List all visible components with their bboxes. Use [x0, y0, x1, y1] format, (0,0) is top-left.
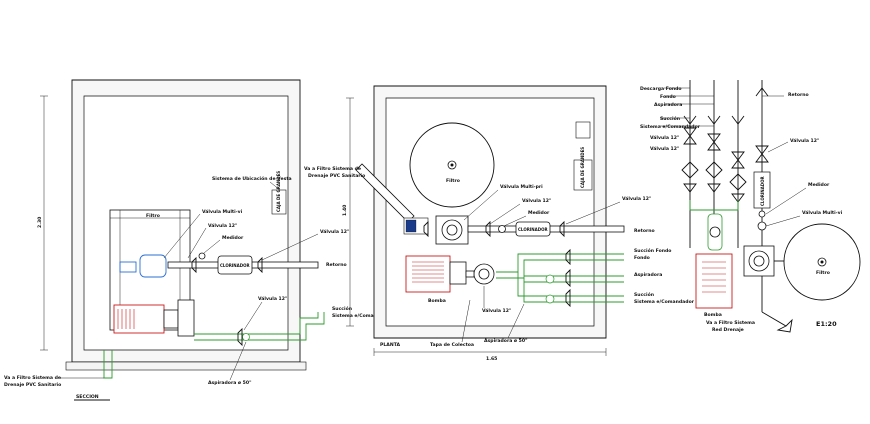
plan-label-suction-b: Fondo: [634, 255, 650, 261]
plan-label-vacuum: Aspiradora: [634, 272, 662, 278]
schematic-chlorinator: [753, 171, 771, 209]
section-base: [65, 361, 307, 371]
section-dim-label: 2.30: [37, 217, 43, 228]
section-filter-label: Filtro: [146, 213, 160, 219]
section-multiport-valve: [139, 254, 167, 278]
schematic-label-valve-b: Válvula 12": [650, 145, 679, 152]
schematic-label-vacuum: Aspiradora: [654, 102, 682, 108]
schematic-check-valve-2: [705, 161, 723, 179]
section-label-valve-c: Válvula 12": [258, 295, 287, 302]
plan-label-multiport: Válvula Multi-pri: [500, 183, 543, 190]
plan-drain-pipe: [355, 163, 415, 223]
section-meter-icon: [198, 252, 206, 260]
plan-title: PLANTA: [380, 342, 400, 348]
section-drain-pipe: [103, 350, 113, 379]
plan-label-drain-2: Drenaje PVC Sanitario: [308, 173, 365, 179]
plan-label-meter: Medidor: [528, 210, 550, 216]
section-suction-pipe: [194, 312, 319, 335]
plan-label-drain-1: Va a Filtro Sistema de: [304, 166, 361, 172]
plan-label-cover: Tapa de Colectoa: [430, 342, 474, 348]
section-label-vacuum: Aspiradora ø 50": [208, 380, 251, 386]
section-title: SECCION: [76, 394, 99, 400]
section-label-valve-a: Válvula 12": [208, 222, 237, 229]
schematic-label-valve-c: Válvula 12": [790, 137, 819, 144]
schematic-label-bottom: Fondo: [660, 94, 676, 100]
schematic-filter-label: Filtro: [816, 270, 830, 276]
plan-label-return: Retorno: [634, 228, 655, 234]
section-label-drain-2: Drenaje PVC Sanitario: [4, 382, 61, 388]
section-label-multiport: Válvula Multi-vi: [202, 208, 243, 215]
section-label-location: Sistema de Ubicación de Vesta: [212, 175, 292, 182]
plan-dim-h: 1.65: [486, 356, 497, 362]
plan-suction-manifold: [496, 253, 624, 273]
schematic-label-discharge: Descarga Fondo: [640, 86, 682, 92]
plan-label-vacuum-b: Aspiradora ø 50": [484, 338, 527, 344]
schematic-label-valve-a: Válvula 12": [650, 134, 679, 141]
schematic-check-valve-1: [681, 161, 699, 179]
section-valve-icon: [191, 256, 197, 274]
plan-filter-label: Filtro: [446, 178, 460, 184]
section-label-meter: Medidor: [222, 235, 244, 241]
plan-label-suction-c: Succión: [634, 291, 654, 298]
section-pump: [113, 304, 165, 334]
section-box-label: CAJA DE GRANDES: [276, 171, 281, 212]
plan-box-label: CAJA DE GRANDES: [580, 147, 585, 188]
section-view: 2.30 Filtro CLORINADOR: [4, 79, 393, 401]
section-label-system: Sistema e/Comandador: [332, 313, 393, 319]
section-chlorinator: [217, 255, 253, 275]
schematic-check-valve-3: [729, 173, 747, 191]
plan-label-valve-a: Válvula 12": [522, 197, 551, 204]
schematic-pump: [695, 253, 733, 309]
section-label-return: Retorno: [326, 262, 347, 268]
schematic-label-suction: Succión: [660, 115, 680, 122]
plan-pump-label: Bomba: [428, 298, 446, 304]
schematic-label-meter: Medidor: [808, 182, 830, 188]
schematic-view: CLORINADOR Bomba Filtro Descarga Fondo F…: [640, 80, 861, 333]
schematic-pump-label: Bomba: [704, 312, 722, 318]
plan-label-valve-right: Válvula 12": [622, 195, 651, 202]
plan-label-valve-b: Válvula 12": [482, 307, 511, 314]
plan-dim-v: 1.40: [342, 205, 348, 216]
schematic-label-system: Sistema e/Comandador: [640, 124, 701, 130]
plan-view: 1.40 1.65 Filtro CLORINADOR: [304, 85, 695, 362]
schematic-label-return: Retorno: [788, 92, 809, 98]
section-label-drain-1: Va a Filtro Sistema de: [4, 375, 61, 381]
plan-chlorinator: [515, 221, 551, 237]
section-label-suction: Succión: [332, 305, 352, 312]
schematic-label-drain-1: Va a Filtro Sistema: [706, 320, 755, 326]
schematic-label-drain-2: Red Drenaje: [712, 327, 744, 333]
section-chlorinator-label: CLORINADOR: [220, 263, 250, 268]
schematic-label-multiport: Válvula Multi-vi: [802, 209, 843, 216]
plan-box: [573, 159, 593, 191]
section-box: [271, 189, 287, 215]
plan-label-suction-a: Succión Fondo: [634, 247, 671, 254]
schematic-chlorinator-label: CLORINADOR: [760, 176, 765, 206]
plan-chlorinator-label: CLORINADOR: [518, 227, 548, 232]
plan-label-suction-d: Sistema e/Comandador: [634, 299, 695, 305]
schematic-scale: E1:20: [816, 320, 837, 328]
section-label-valve-b: Válvula 12": [320, 228, 349, 235]
